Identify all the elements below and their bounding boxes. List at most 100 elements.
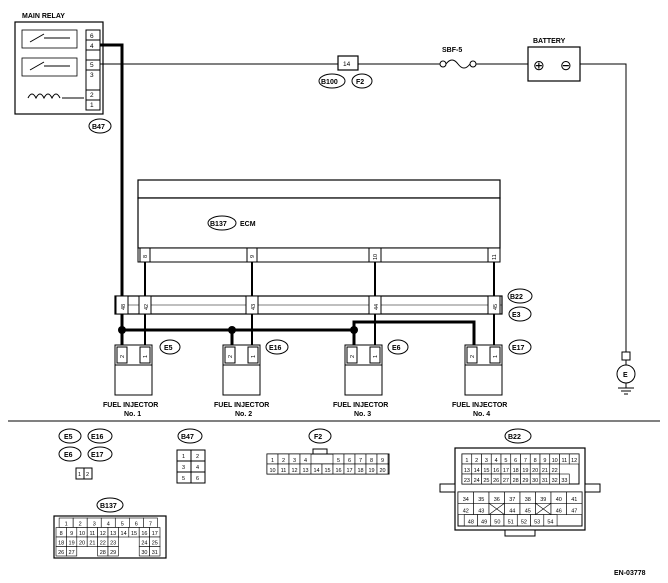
connector-b137-text: B137 — [210, 221, 227, 228]
connector-cell-label: 11 — [281, 468, 287, 474]
ground-terminal — [621, 351, 631, 361]
connector-cell-label: 6 — [135, 521, 138, 527]
battery-minus-icon: ⊖ — [560, 57, 572, 73]
connector-cell-label: 11 — [90, 531, 96, 537]
connector-cell-label: 10 — [552, 458, 558, 464]
svg-text:E16: E16 — [269, 345, 282, 352]
connector-cell-label: 16 — [335, 468, 341, 474]
connector-cell-label: 15 — [324, 468, 330, 474]
connector-label-e6 — [387, 339, 409, 355]
connector-cell-label: 7 — [359, 458, 362, 464]
connector-cell-label: 19 — [522, 468, 528, 474]
connector-cell-label: 34 — [463, 497, 469, 503]
connector-cell-label: 13 — [302, 468, 308, 474]
connector-cell-label: 43 — [478, 508, 484, 514]
connector-b22-text: B22 — [510, 294, 523, 301]
svg-text:E17: E17 — [512, 345, 525, 352]
connector-cell-label: 37 — [509, 497, 515, 503]
svg-text:FUEL INJECTOR: FUEL INJECTOR — [214, 402, 269, 409]
relay-pin: 6 — [90, 33, 94, 40]
connector-cell — [149, 546, 161, 557]
connector-cell-label: 18 — [513, 468, 519, 474]
connector-cell-label: 13 — [110, 531, 116, 537]
ecm-pin: 10 — [373, 254, 379, 260]
connector-cell-label: 8 — [534, 458, 537, 464]
connector-cell-label: 11 — [562, 458, 568, 464]
svg-text:1: 1 — [182, 454, 185, 460]
battery-plus-icon: ⊕ — [533, 57, 545, 73]
connector-cell — [66, 546, 78, 557]
relay-pin: 3 — [90, 72, 94, 79]
connector-cell-label: 48 — [468, 520, 474, 526]
connector-cell-label: 8 — [370, 458, 373, 464]
connector-cell-label: 16 — [493, 468, 499, 474]
svg-text:4: 4 — [196, 465, 199, 471]
svg-text:E17: E17 — [91, 452, 104, 459]
connector-cell-label: 3 — [293, 458, 296, 464]
connector-cell-label: 8 — [60, 531, 63, 537]
connector-cell-label: 20 — [379, 468, 385, 474]
connector-cell-label: 13 — [464, 468, 470, 474]
connector-cell-label: 2 — [282, 458, 285, 464]
svg-text:2: 2 — [86, 472, 89, 478]
svg-text:F2: F2 — [314, 434, 322, 441]
connector-cell — [568, 453, 580, 465]
connector-cell-label: 41 — [571, 497, 577, 503]
connector-cell-label: 33 — [561, 478, 567, 484]
connector-cell-label: 5 — [337, 458, 340, 464]
connector-cell-label: 24 — [474, 478, 480, 484]
svg-text:2: 2 — [470, 355, 476, 358]
connector-cell-label: 25 — [483, 478, 489, 484]
connector-cell-label: 7 — [524, 458, 527, 464]
svg-text:2: 2 — [228, 355, 234, 358]
relay-pin: 2 — [90, 92, 94, 99]
connector-cell-label: 1 — [65, 521, 68, 527]
ecm-pin: 11 — [492, 254, 498, 260]
svg-text:1: 1 — [251, 355, 257, 358]
connector-cell-label: 17 — [346, 468, 352, 474]
connector-cell-label: 47 — [571, 508, 577, 514]
sbf-label: SBF-5 — [442, 47, 462, 54]
svg-text:E6: E6 — [392, 345, 401, 352]
connector-cell-label: 25 — [152, 540, 158, 546]
connector-cell-label: 12 — [291, 468, 297, 474]
svg-text:E6: E6 — [64, 452, 73, 459]
connector-cell-label: 28 — [513, 478, 519, 484]
connector-cell-label: 23 — [464, 478, 470, 484]
connector-cell-label: 5 — [121, 521, 124, 527]
connector-cell — [566, 502, 583, 515]
connector-cell-label: 15 — [483, 468, 489, 474]
connector-cell-label: 9 — [70, 531, 73, 537]
connector-cell-label: 46 — [556, 508, 562, 514]
connector-cell — [543, 514, 558, 527]
fuel-injector-3: 2 1 FUEL INJECTOR No. 3 — [333, 344, 388, 418]
connector-cell-label: 19 — [69, 540, 75, 546]
connector-cell-label: 44 — [509, 508, 515, 514]
connector-cell-label: 54 — [547, 520, 553, 526]
legend-b47: B47 1 2 3 4 5 6 — [176, 428, 206, 484]
svg-text:FUEL INJECTOR: FUEL INJECTOR — [333, 402, 388, 409]
connector-cell-label: 7 — [149, 521, 152, 527]
wire-battery-ground — [580, 63, 627, 352]
connector-e3-text: E3 — [512, 312, 521, 319]
svg-text:B47: B47 — [181, 434, 194, 441]
connector-label-e17 — [508, 339, 532, 355]
svg-text:1: 1 — [78, 472, 81, 478]
svg-text:1: 1 — [373, 355, 379, 358]
ecm-pin: 9 — [250, 255, 256, 258]
connector-label-f2 — [351, 73, 373, 89]
svg-text:1: 1 — [143, 355, 149, 358]
b22-connector — [114, 295, 503, 315]
connector-cell-label: 5 — [504, 458, 507, 464]
connector-cell-label: 6 — [348, 458, 351, 464]
b22-pin: 45 — [493, 304, 499, 310]
connector-cell-label: 2 — [475, 458, 478, 464]
connector-cell — [559, 473, 570, 485]
battery-title: BATTERY — [533, 38, 566, 45]
connector-cell-label: 20 — [79, 540, 85, 546]
legend-injector-connectors: E5 E16 E6 E17 1 2 — [58, 428, 113, 480]
connector-cell — [107, 546, 119, 557]
